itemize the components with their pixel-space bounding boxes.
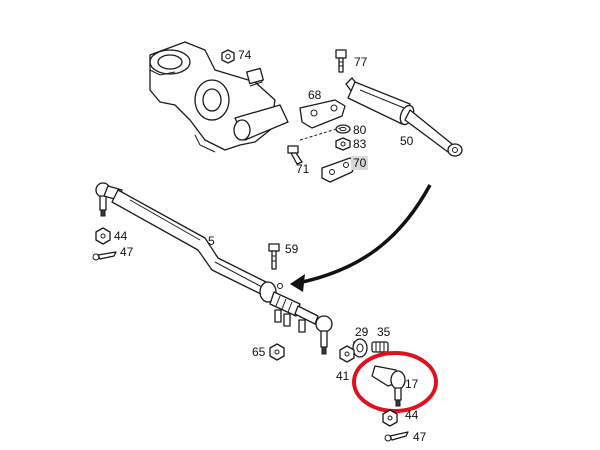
washer-80 bbox=[335, 124, 351, 134]
highlight-circle bbox=[352, 351, 438, 413]
callout-44-left: 44 bbox=[114, 229, 128, 243]
axle-housing bbox=[149, 41, 289, 153]
bracket-68 bbox=[299, 99, 346, 129]
plate-70 bbox=[321, 157, 357, 183]
callout-29: 29 bbox=[355, 325, 369, 339]
steering-damper-50 bbox=[345, 77, 463, 157]
nut-44-left bbox=[95, 227, 111, 245]
callout-59: 59 bbox=[285, 242, 299, 256]
callout-70: 70 bbox=[353, 156, 367, 170]
callout-74: 74 bbox=[238, 48, 252, 62]
nut-65 bbox=[269, 343, 285, 361]
callout-77: 77 bbox=[354, 55, 368, 69]
arrow-head bbox=[290, 274, 305, 292]
bolt-71 bbox=[287, 127, 341, 165]
callout-70-highlight bbox=[351, 156, 368, 170]
bolt-59 bbox=[268, 243, 280, 270]
cotter-pin-47-right bbox=[384, 431, 409, 442]
callout-35: 35 bbox=[377, 325, 391, 339]
clamp-35 bbox=[371, 341, 389, 353]
nut-74 bbox=[221, 49, 235, 64]
cotter-pin-47-left bbox=[92, 251, 117, 261]
clamp-29 bbox=[352, 338, 368, 358]
adjusting-sleeve bbox=[269, 291, 333, 355]
callout-5: 5 bbox=[208, 234, 215, 248]
callout-41: 41 bbox=[336, 369, 350, 383]
callout-17: 17 bbox=[405, 377, 419, 391]
nut-44-right bbox=[382, 409, 398, 427]
nut-83 bbox=[335, 137, 351, 151]
callout-83: 83 bbox=[353, 137, 367, 151]
bolt-77 bbox=[335, 49, 347, 73]
callout-47-left: 47 bbox=[120, 245, 134, 259]
tie-rod-end-17 bbox=[371, 365, 406, 407]
callout-65: 65 bbox=[252, 345, 266, 359]
direction-arrow bbox=[297, 184, 432, 285]
callout-50: 50 bbox=[400, 134, 414, 148]
callout-71: 71 bbox=[296, 162, 310, 176]
callout-47-right: 47 bbox=[413, 430, 427, 444]
callout-80: 80 bbox=[353, 123, 367, 137]
nut-41 bbox=[339, 345, 355, 363]
callout-68: 68 bbox=[308, 88, 322, 102]
tie-rod-5 bbox=[95, 182, 283, 303]
callout-44-right: 44 bbox=[405, 408, 419, 422]
